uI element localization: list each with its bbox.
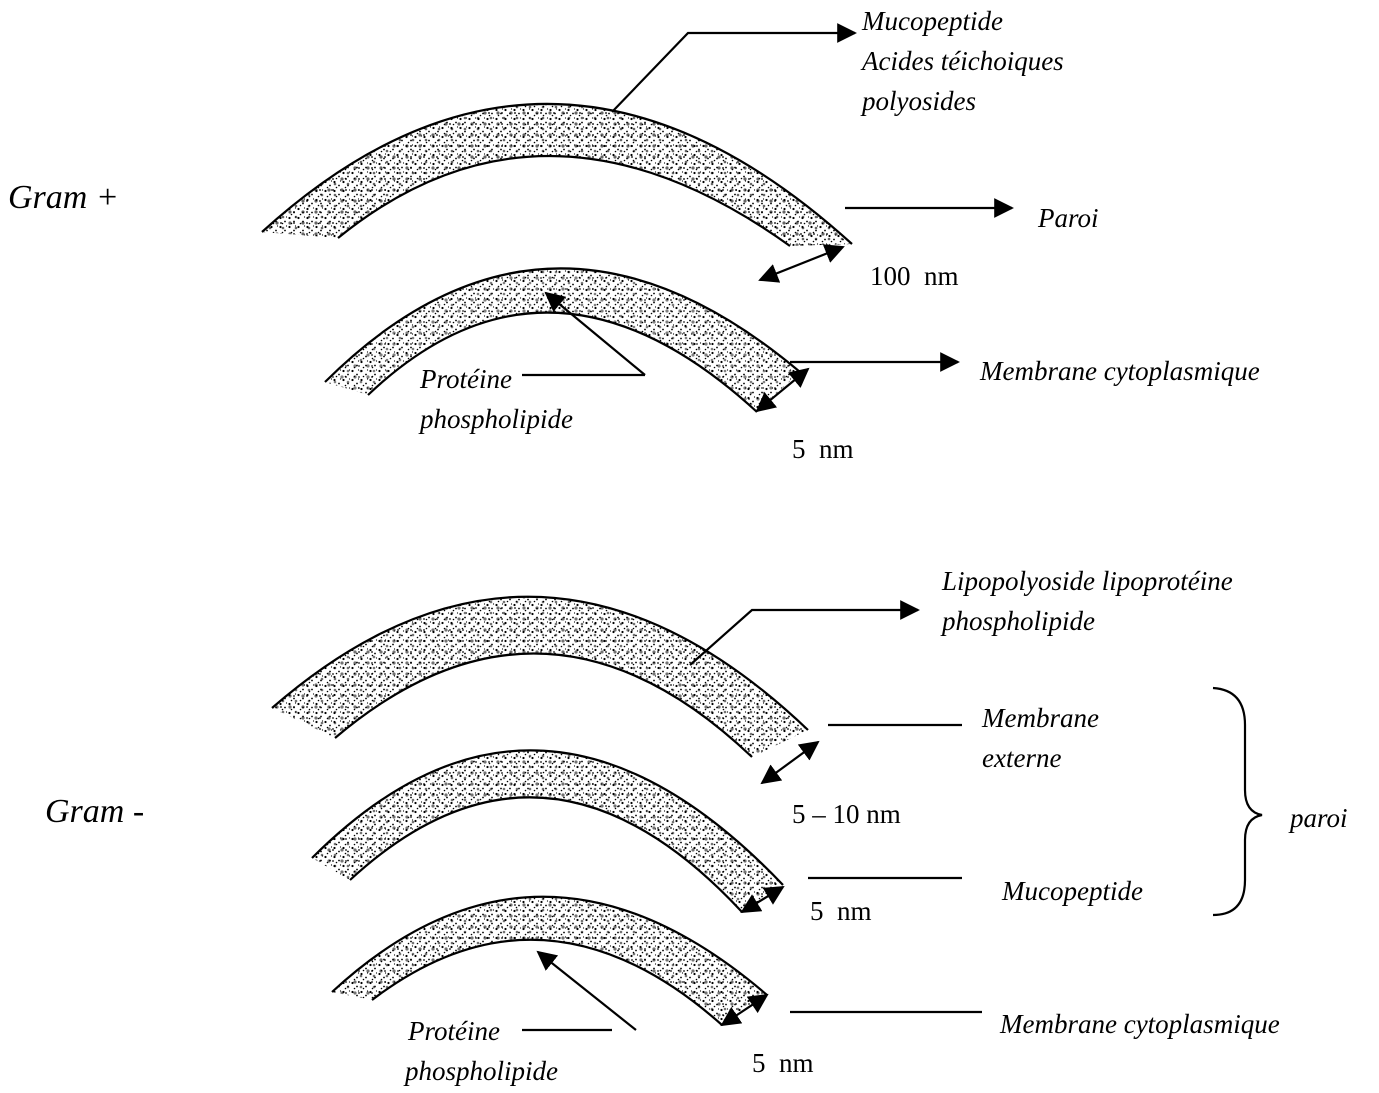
outer-thickness-arrow [762, 742, 818, 783]
wall-component-teichoic: Acides téichoiques [860, 46, 1064, 76]
gram-negative-title: Gram - [45, 793, 144, 830]
gram-positive-wall-band [262, 104, 852, 246]
outer-thickness: 5 – 10 nm [792, 799, 901, 829]
outer-component-lipopolyoside: Lipopolyoside lipoprotéine [941, 566, 1233, 596]
mucopeptide-thickness: 5 nm [810, 896, 872, 926]
membrane-component-phospholipid: phospholipide [418, 404, 573, 434]
wall-label: Paroi [1037, 203, 1099, 233]
wall-group-brace [1213, 688, 1262, 915]
membrane-component-protein: Protéine [419, 364, 512, 394]
gram-negative-membrane-pointer [538, 952, 636, 1030]
outer-membrane-band [272, 597, 808, 757]
gram-negative-membrane-thickness: 5 nm [752, 1048, 814, 1078]
wall-components-leader [612, 33, 855, 112]
wall-thickness-arrow [760, 247, 843, 280]
wall-group-label: paroi [1288, 803, 1348, 833]
wall-thickness: 100 nm [870, 261, 959, 291]
outer-membrane-label-line1: Membrane [981, 703, 1099, 733]
membrane-thickness: 5 nm [792, 434, 854, 464]
membrane-label: Membrane cytoplasmique [979, 356, 1260, 386]
gram-positive-title: Gram + [8, 179, 119, 216]
wall-component-mucopeptide: Mucopeptide [861, 6, 1003, 36]
gram-negative-membrane-protein: Protéine [407, 1016, 500, 1046]
outer-membrane-label-line2: externe [982, 743, 1061, 773]
mucopeptide-label: Mucopeptide [1001, 876, 1143, 906]
gram-positive-membrane-band [325, 268, 800, 412]
gram-negative-membrane-phospholipid: phospholipide [403, 1056, 558, 1086]
mucopeptide-band [312, 750, 783, 912]
wall-component-polyosides: polyosides [860, 86, 976, 116]
gram-negative-membrane-label: Membrane cytoplasmique [999, 1009, 1280, 1039]
outer-component-phospholipid: phospholipide [940, 606, 1095, 636]
outer-components-leader [690, 610, 918, 665]
